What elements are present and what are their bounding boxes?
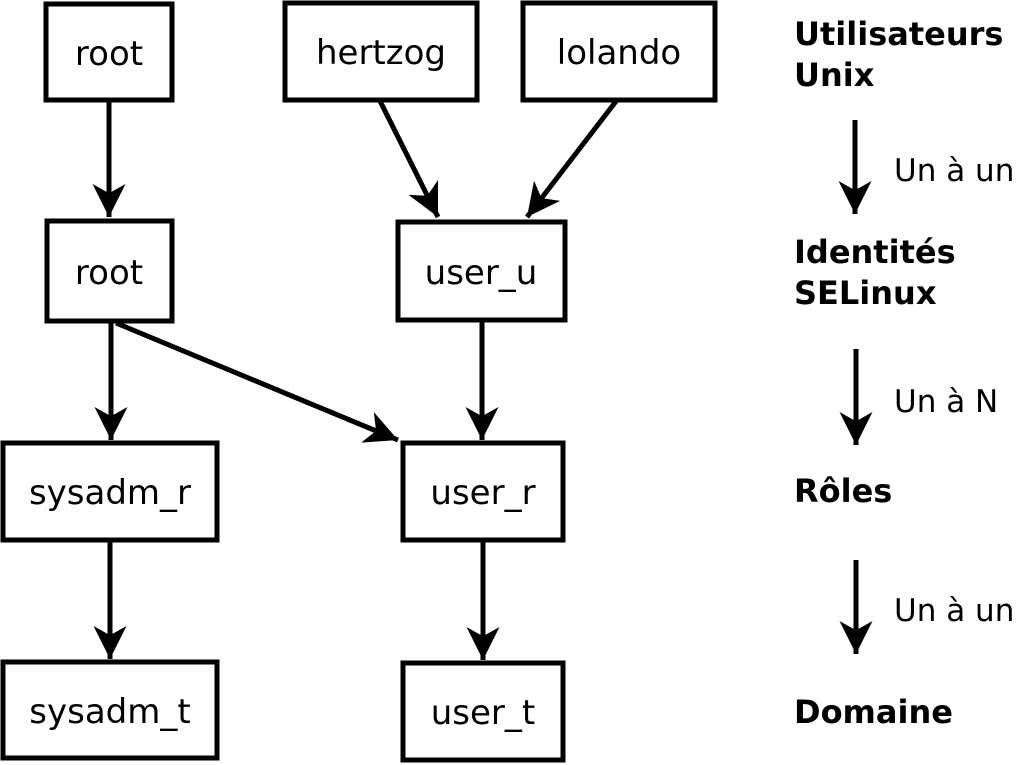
legend-identities-line2: SELinux — [794, 274, 937, 312]
legend-arrow-role-to-domain-label: Un à un — [894, 593, 1014, 629]
node-sysadm-t-label: sysadm_t — [29, 692, 190, 732]
edge-lolando-to-user-u — [525, 98, 619, 219]
legend-domain: Domaine — [794, 693, 953, 731]
node-identity-root-label: root — [75, 253, 143, 293]
node-user-t-label: user_t — [431, 693, 536, 733]
node-unix-root: root — [43, 1, 175, 103]
legend-arrow-identity-to-role-label: Un à N — [894, 384, 998, 420]
edge-hertzog-to-user-u — [377, 99, 441, 219]
edge-identity-root-to-user-r — [115, 320, 399, 443]
node-user-t: user_t — [400, 660, 566, 763]
node-hertzog: hertzog — [282, 0, 480, 103]
node-user-r: user_r — [400, 440, 566, 543]
node-user-t-box — [400, 660, 566, 763]
node-lolando-label: lolando — [557, 33, 681, 73]
node-unix-root-label: root — [75, 34, 143, 74]
node-sysadm-r: sysadm_r — [0, 440, 220, 543]
node-lolando: lolando — [520, 0, 718, 103]
node-unix-root-box — [43, 1, 175, 103]
node-user-r-label: user_r — [430, 473, 535, 513]
node-sysadm-r-label: sysadm_r — [29, 473, 191, 513]
legend-unix-users-line1: Utilisateurs — [794, 15, 1003, 53]
legend-arrow-unix-to-identity-label: Un à un — [894, 153, 1014, 189]
node-user-r-box — [400, 440, 566, 543]
node-user-u-box — [395, 219, 568, 323]
node-sysadm-t-box — [0, 659, 220, 761]
legend: Utilisateurs Unix Un à un Identités SELi… — [794, 15, 1014, 731]
node-user-u: user_u — [395, 219, 568, 323]
node-identity-root-box — [44, 218, 175, 324]
node-sysadm-r-box — [0, 440, 220, 543]
node-lolando-box — [520, 0, 718, 103]
node-hertzog-box — [282, 0, 480, 103]
legend-unix-users-line2: Unix — [794, 56, 875, 94]
node-identity-root: root — [44, 218, 175, 324]
node-user-u-label: user_u — [425, 253, 538, 293]
node-hertzog-label: hertzog — [316, 33, 446, 73]
legend-roles: Rôles — [794, 472, 892, 510]
node-sysadm-t: sysadm_t — [0, 659, 220, 761]
legend-identities-line1: Identités — [794, 233, 956, 271]
